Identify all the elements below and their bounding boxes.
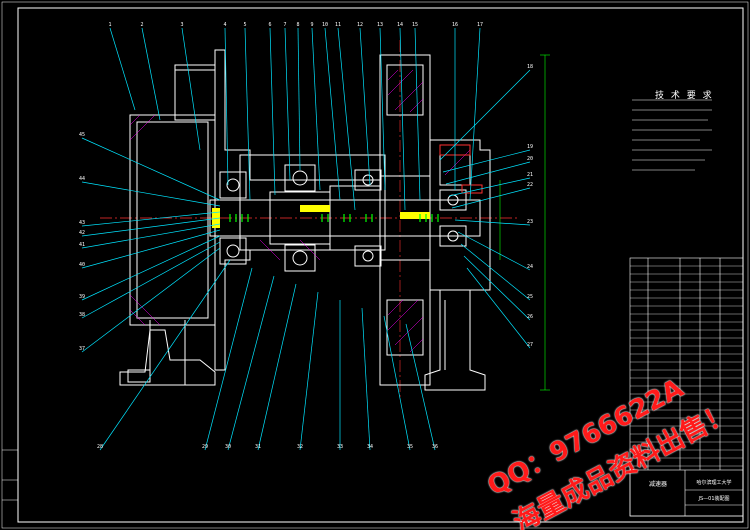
leader-line — [324, 27, 341, 201]
leader-line — [383, 315, 411, 451]
drawing-code: JS—01装配图 — [697, 495, 729, 502]
leader-line — [81, 241, 221, 319]
leader-line — [81, 229, 221, 269]
callout-top-9: 9 — [310, 22, 313, 28]
school-name: 哈尔滨理工大学 — [696, 479, 731, 486]
callout-bottom-28: 28 — [97, 444, 103, 450]
callout-top-10: 10 — [322, 22, 328, 28]
leader-line — [399, 27, 406, 211]
bearings — [219, 164, 467, 272]
leader-line — [463, 255, 531, 321]
callout-bottom-33: 33 — [337, 444, 343, 450]
callout-left-42: 42 — [79, 230, 85, 236]
callout-bottom-30: 30 — [225, 444, 231, 450]
leader-line — [460, 243, 531, 301]
leader-line — [204, 267, 253, 451]
coupling-flange — [129, 64, 216, 385]
callout-top-3: 3 — [180, 22, 183, 28]
leader-line — [454, 219, 531, 226]
leader-line — [81, 247, 221, 353]
callout-left-43: 43 — [79, 220, 85, 226]
leader-line — [141, 27, 161, 121]
leader-line — [359, 27, 371, 186]
leader-line — [414, 27, 421, 201]
callout-right-22: 22 — [527, 182, 533, 188]
callout-right-27: 27 — [527, 342, 533, 348]
leader-line — [439, 69, 531, 161]
leader-line — [257, 283, 297, 451]
callout-left-44: 44 — [79, 176, 85, 182]
callout-top-5: 5 — [243, 22, 246, 28]
leader-line — [81, 211, 221, 227]
callout-left-41: 41 — [79, 242, 85, 248]
leader-line — [361, 307, 371, 451]
callout-bottom-34: 34 — [367, 444, 373, 450]
callout-top-2: 2 — [140, 22, 143, 28]
drawing-name: 减速器 — [649, 480, 667, 488]
leader-line — [448, 177, 531, 197]
callout-right-21: 21 — [527, 172, 533, 178]
callout-top-12: 12 — [357, 22, 363, 28]
callout-right-25: 25 — [527, 294, 533, 300]
leader-line — [466, 267, 531, 349]
callout-right-24: 24 — [527, 264, 533, 270]
leader-line — [109, 27, 136, 111]
leader-line — [244, 27, 251, 201]
leader-line — [442, 149, 531, 173]
leader-line — [224, 27, 229, 186]
callout-left-39: 39 — [79, 294, 85, 300]
callout-left-38: 38 — [79, 312, 85, 318]
leader-line — [297, 27, 301, 171]
callout-top-7: 7 — [283, 22, 286, 28]
leader-line — [457, 231, 531, 271]
leader-line — [379, 27, 386, 191]
callout-bottom-29: 29 — [202, 444, 208, 450]
leader-line — [81, 235, 221, 301]
leader-line — [81, 181, 221, 207]
callout-top-13: 13 — [377, 22, 383, 28]
leader-line — [311, 27, 321, 191]
callout-right-23: 23 — [527, 219, 533, 225]
callout-right-18: 18 — [527, 64, 533, 70]
leader-line — [99, 259, 231, 451]
leader-line — [299, 291, 319, 451]
callout-left-37: 37 — [79, 346, 85, 352]
callout-top-16: 16 — [452, 22, 458, 28]
callout-top-15: 15 — [412, 22, 418, 28]
callout-top-14: 14 — [397, 22, 403, 28]
callout-top-8: 8 — [296, 22, 299, 28]
tech-requirements-title: 技 术 要 求 — [655, 91, 714, 101]
leader-line — [405, 323, 436, 451]
leader-line — [81, 223, 221, 249]
callout-bottom-36: 36 — [432, 444, 438, 450]
callout-top-6: 6 — [268, 22, 271, 28]
leader-line — [284, 27, 291, 181]
gearbox-housing — [214, 49, 491, 386]
leader-line — [181, 27, 201, 151]
callout-left-40: 40 — [79, 262, 85, 268]
callout-bottom-31: 31 — [255, 444, 261, 450]
callout-top-4: 4 — [223, 22, 226, 28]
callout-right-20: 20 — [527, 156, 533, 162]
callout-right-26: 26 — [527, 314, 533, 320]
callout-bottom-35: 35 — [407, 444, 413, 450]
callout-right-19: 19 — [527, 144, 533, 150]
callout-bottom-32: 32 — [297, 444, 303, 450]
leader-line — [445, 161, 531, 185]
callout-top-11: 11 — [335, 22, 341, 28]
leader-line — [81, 137, 221, 201]
callout-left-45: 45 — [79, 132, 85, 138]
leader-line — [227, 275, 275, 451]
callout-top-17: 17 — [477, 22, 483, 28]
leader-line — [269, 27, 276, 196]
leader-line — [451, 187, 531, 209]
callout-top-1: 1 — [108, 22, 111, 28]
leader-line — [81, 217, 221, 237]
leader-line — [469, 27, 481, 201]
tech-notes-lines — [632, 99, 712, 171]
parts-list-table — [629, 257, 744, 517]
leader-line — [337, 27, 356, 211]
